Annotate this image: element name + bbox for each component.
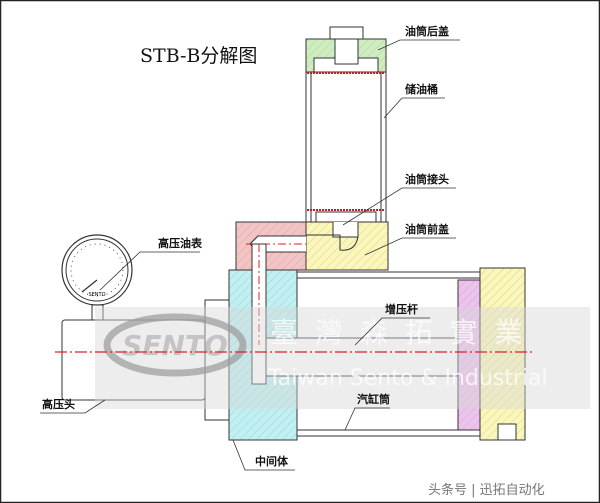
label-reservoir: 储油桶 [405, 82, 438, 96]
watermark-en: Taiwan Sento & Industrial [267, 366, 548, 391]
front-cap [305, 221, 389, 271]
pressure-gauge: SENTO [61, 234, 133, 321]
label-rear-cap: 油筒后盖 [405, 24, 449, 38]
leader-lines [40, 39, 460, 471]
page-title: STB-B分解图 [140, 45, 257, 67]
connector-block [235, 221, 307, 271]
watermark: SENTO 臺 灣 森 拓 實 業 Taiwan Sento & Industr… [95, 307, 590, 409]
gauge-needle [81, 279, 98, 293]
label-cylinder-tube: 汽缸筒 [357, 392, 390, 406]
rear-cap [305, 26, 387, 73]
label-booster-rod: 增压杆 [385, 302, 418, 316]
reservoir-tube [305, 71, 387, 223]
label-connector: 油筒接头 [405, 172, 449, 186]
label-high-pressure-head: 高压头 [42, 397, 75, 411]
label-front-cap: 油筒前盖 [405, 222, 449, 236]
piston [457, 279, 481, 431]
credit-text: 头条号 | 迅拓自动化 [428, 482, 545, 498]
watermark-cn: 臺 灣 森 拓 實 業 [270, 316, 527, 349]
end-cap [479, 267, 526, 441]
label-gauge: 高压油表 [158, 236, 203, 250]
gauge-brand: SENTO [88, 292, 105, 298]
bolt-head [329, 26, 364, 40]
label-middle-body: 中间体 [255, 454, 289, 468]
booster-rod [265, 337, 459, 377]
watermark-logo: SENTO [122, 329, 228, 362]
